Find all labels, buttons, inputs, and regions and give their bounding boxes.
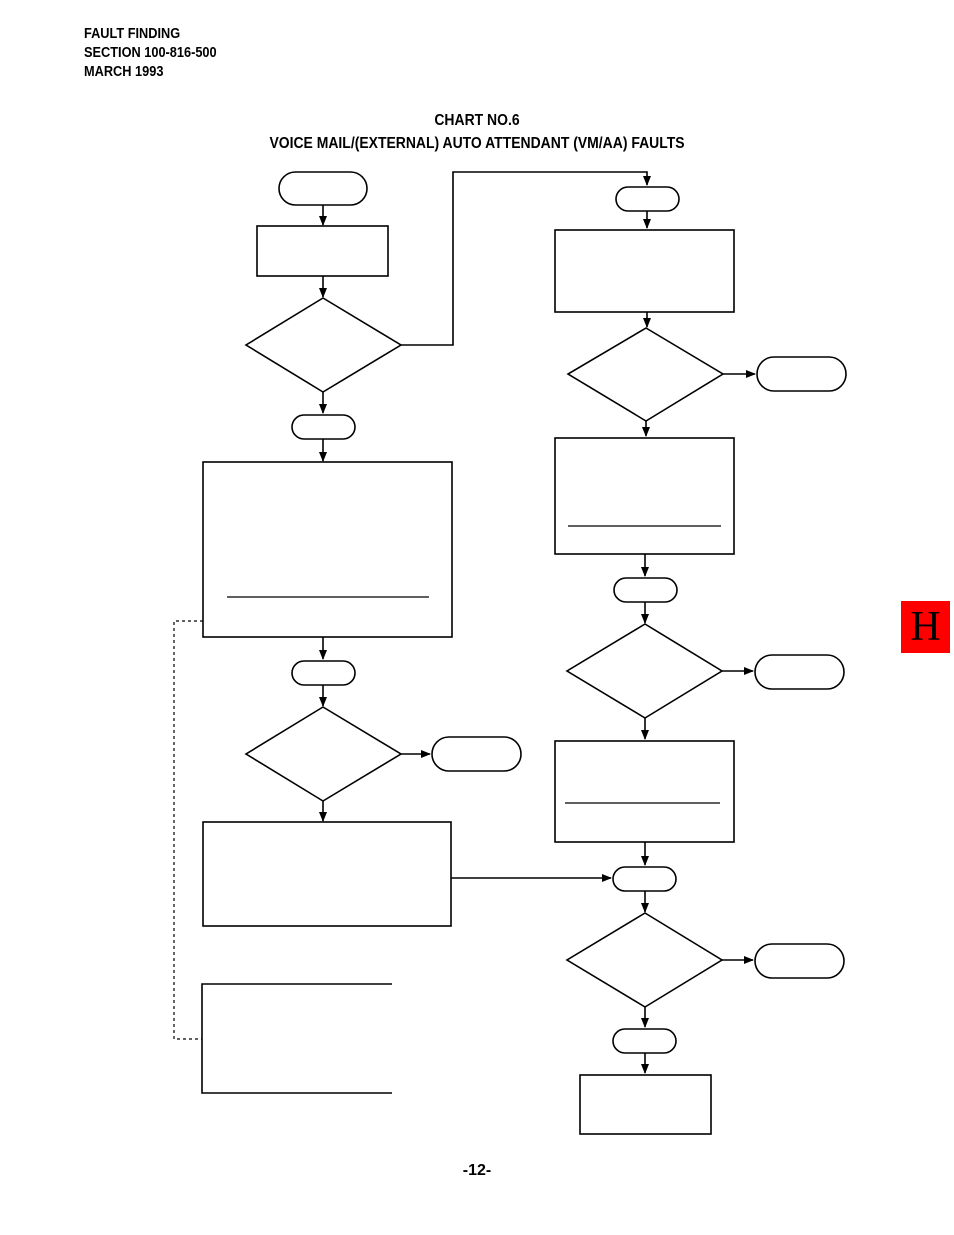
process-box xyxy=(554,437,735,555)
decision-diamond xyxy=(565,912,724,1008)
end-terminal xyxy=(756,356,847,392)
process-box xyxy=(554,229,735,313)
connector-terminal xyxy=(291,414,356,440)
chart-title: CHART NO.6 VOICE MAIL/(EXTERNAL) AUTO AT… xyxy=(0,109,954,155)
header-section-title: FAULT FINDING xyxy=(84,26,181,42)
process-box xyxy=(554,740,735,843)
page-number: -12- xyxy=(462,1162,492,1179)
process-box xyxy=(256,225,389,277)
connector-terminal xyxy=(615,186,680,212)
start-terminal xyxy=(278,171,368,206)
process-box xyxy=(202,821,452,927)
decision-diamond xyxy=(566,327,725,422)
chart-number: CHART NO.6 xyxy=(434,112,520,129)
dashed-link xyxy=(173,620,203,1040)
header-section-number: SECTION 100-816-500 xyxy=(84,45,217,61)
section-tab: H xyxy=(901,601,950,653)
connector-terminal xyxy=(613,577,678,603)
document-header: FAULT FINDING SECTION 100-816-500 MARCH … xyxy=(84,25,217,82)
connector-terminal xyxy=(291,660,356,686)
connector-line xyxy=(401,171,651,346)
connector-terminal xyxy=(612,866,677,892)
end-terminal xyxy=(754,654,845,690)
chart-subject: VOICE MAIL/(EXTERNAL) AUTO ATTENDANT (VM… xyxy=(269,135,685,152)
section-tab-letter: H xyxy=(910,604,941,650)
connector-terminal xyxy=(612,1028,677,1054)
decision-diamond xyxy=(565,623,724,719)
note-bracket xyxy=(201,983,392,1094)
process-box xyxy=(202,461,453,638)
decision-diamond xyxy=(244,706,403,802)
end-terminal xyxy=(754,943,845,979)
end-terminal xyxy=(431,736,522,772)
header-date: MARCH 1993 xyxy=(84,64,164,80)
process-box xyxy=(579,1074,712,1135)
decision-diamond xyxy=(244,297,403,393)
